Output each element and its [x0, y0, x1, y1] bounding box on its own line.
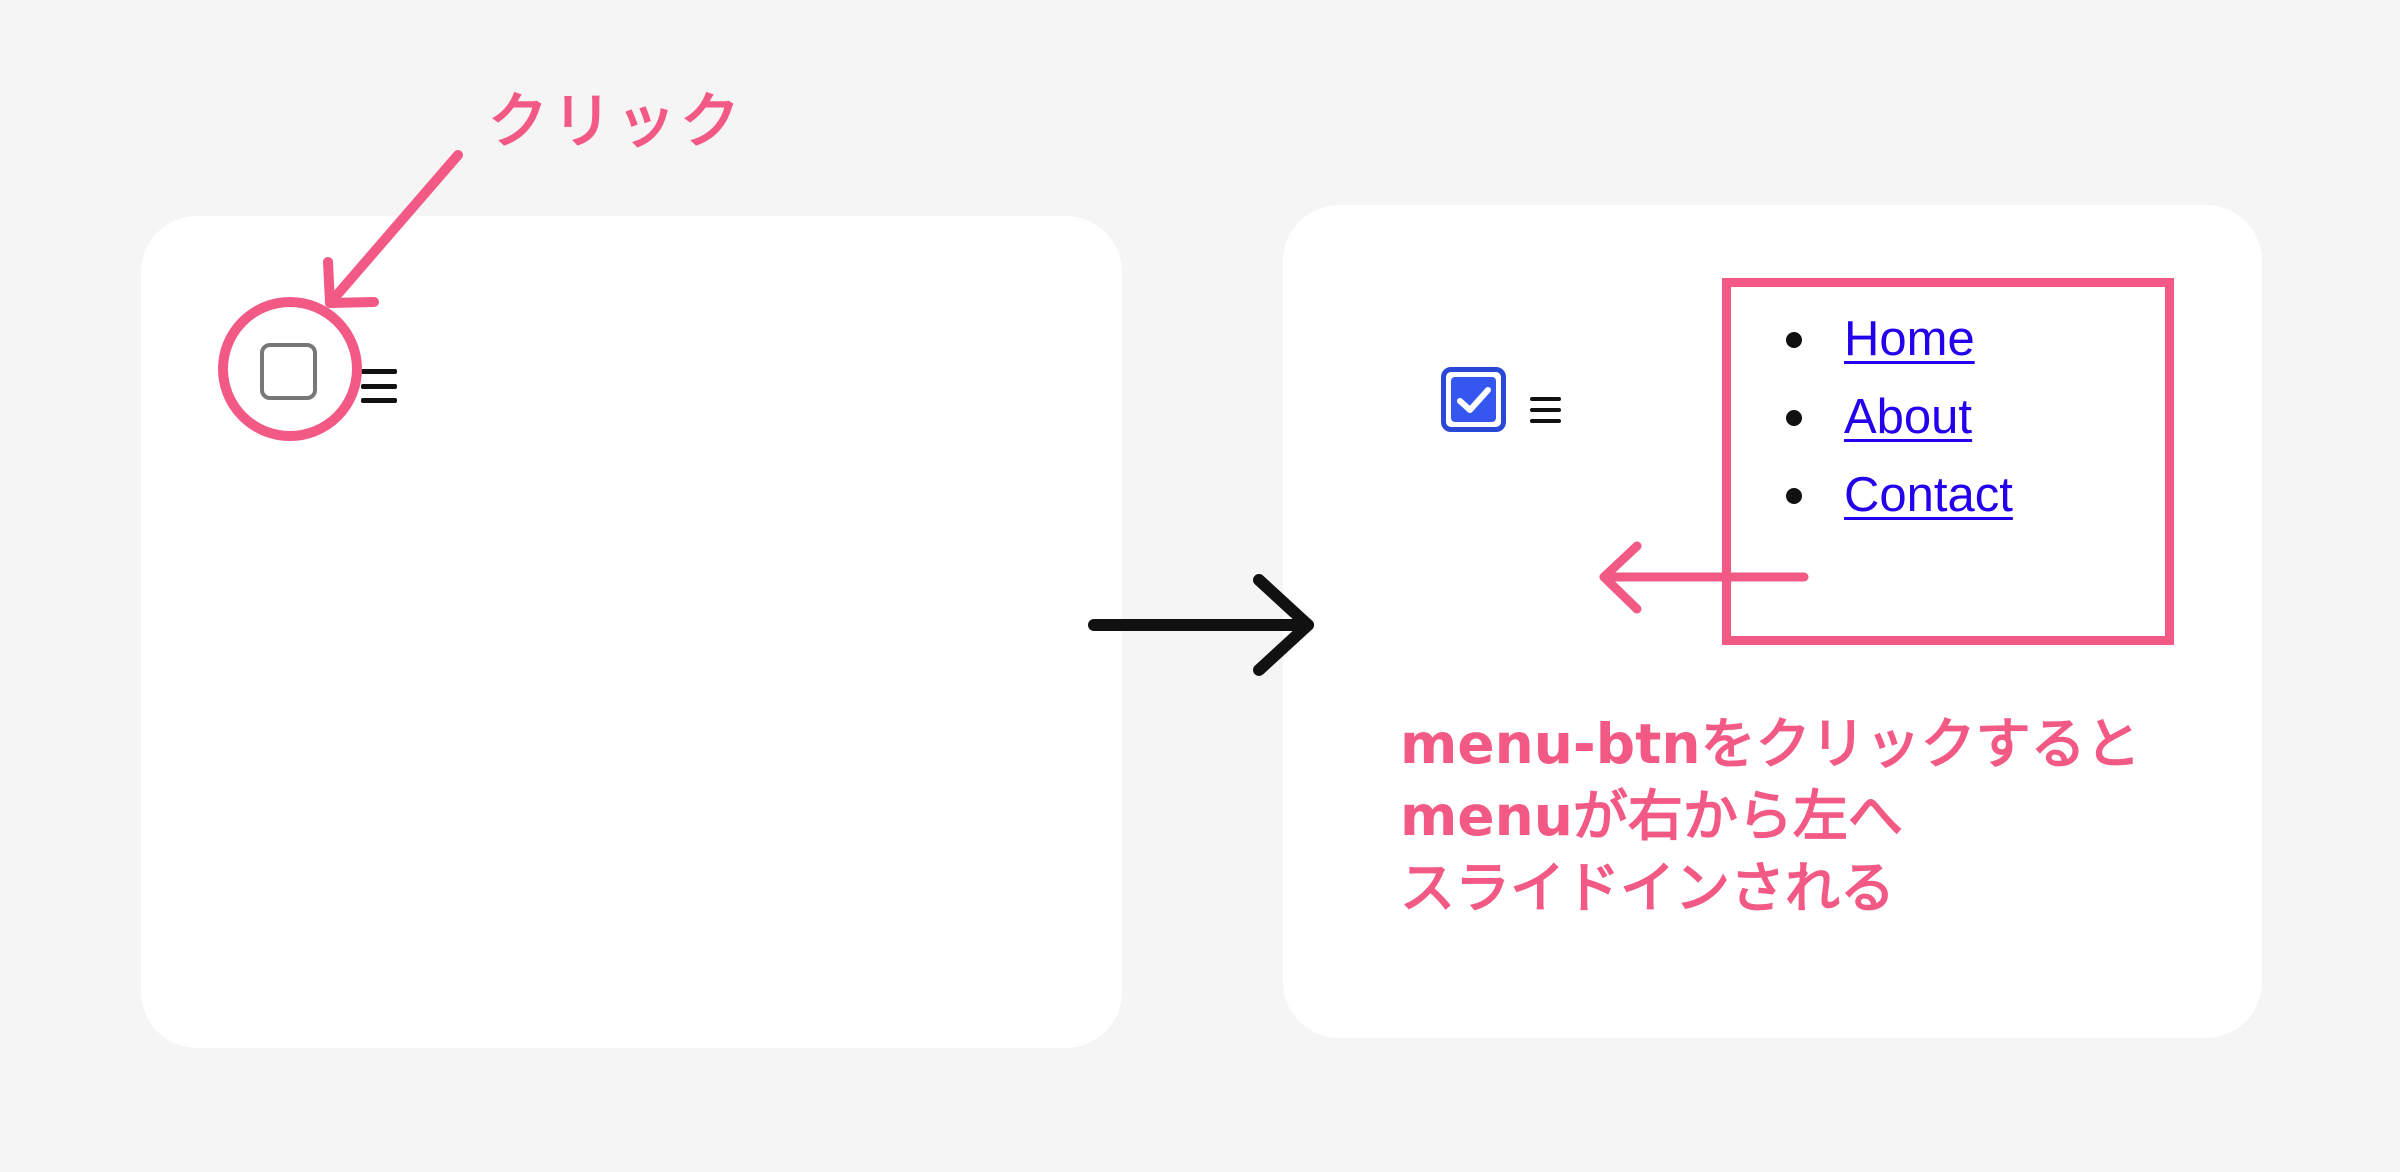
menu-btn-checkbox-checked[interactable]	[1441, 367, 1506, 432]
caption-line-2: menuが右から左へ	[1400, 784, 1903, 848]
menu-highlight-box	[1722, 278, 2174, 645]
caption: menu-btnをクリックすると menuが右から左へ スライドインされる	[1400, 708, 2141, 924]
menu-item-about: About	[1784, 386, 2013, 464]
menu-item-home: Home	[1784, 308, 2013, 386]
caption-line-1: menu-btnをクリックすると	[1400, 712, 2141, 776]
menu-link-about[interactable]: About	[1844, 390, 1973, 444]
menu-btn-checkbox-unchecked[interactable]	[260, 343, 317, 400]
menu: Home About Contact	[1784, 308, 2013, 542]
click-annotation-label: クリック	[488, 87, 744, 157]
before-panel	[141, 216, 1122, 1048]
arrow-right-icon	[1088, 574, 1314, 676]
caption-line-3: スライドインされる	[1400, 856, 1896, 920]
menu-link-home[interactable]: Home	[1844, 312, 1975, 366]
hamburger-icon[interactable]	[1530, 397, 1561, 423]
menu-item-contact: Contact	[1784, 464, 2013, 542]
after-panel	[1283, 205, 2262, 1038]
hamburger-icon[interactable]	[361, 369, 397, 403]
checkmark-icon	[1451, 377, 1496, 422]
menu-link-contact[interactable]: Contact	[1844, 468, 2013, 522]
